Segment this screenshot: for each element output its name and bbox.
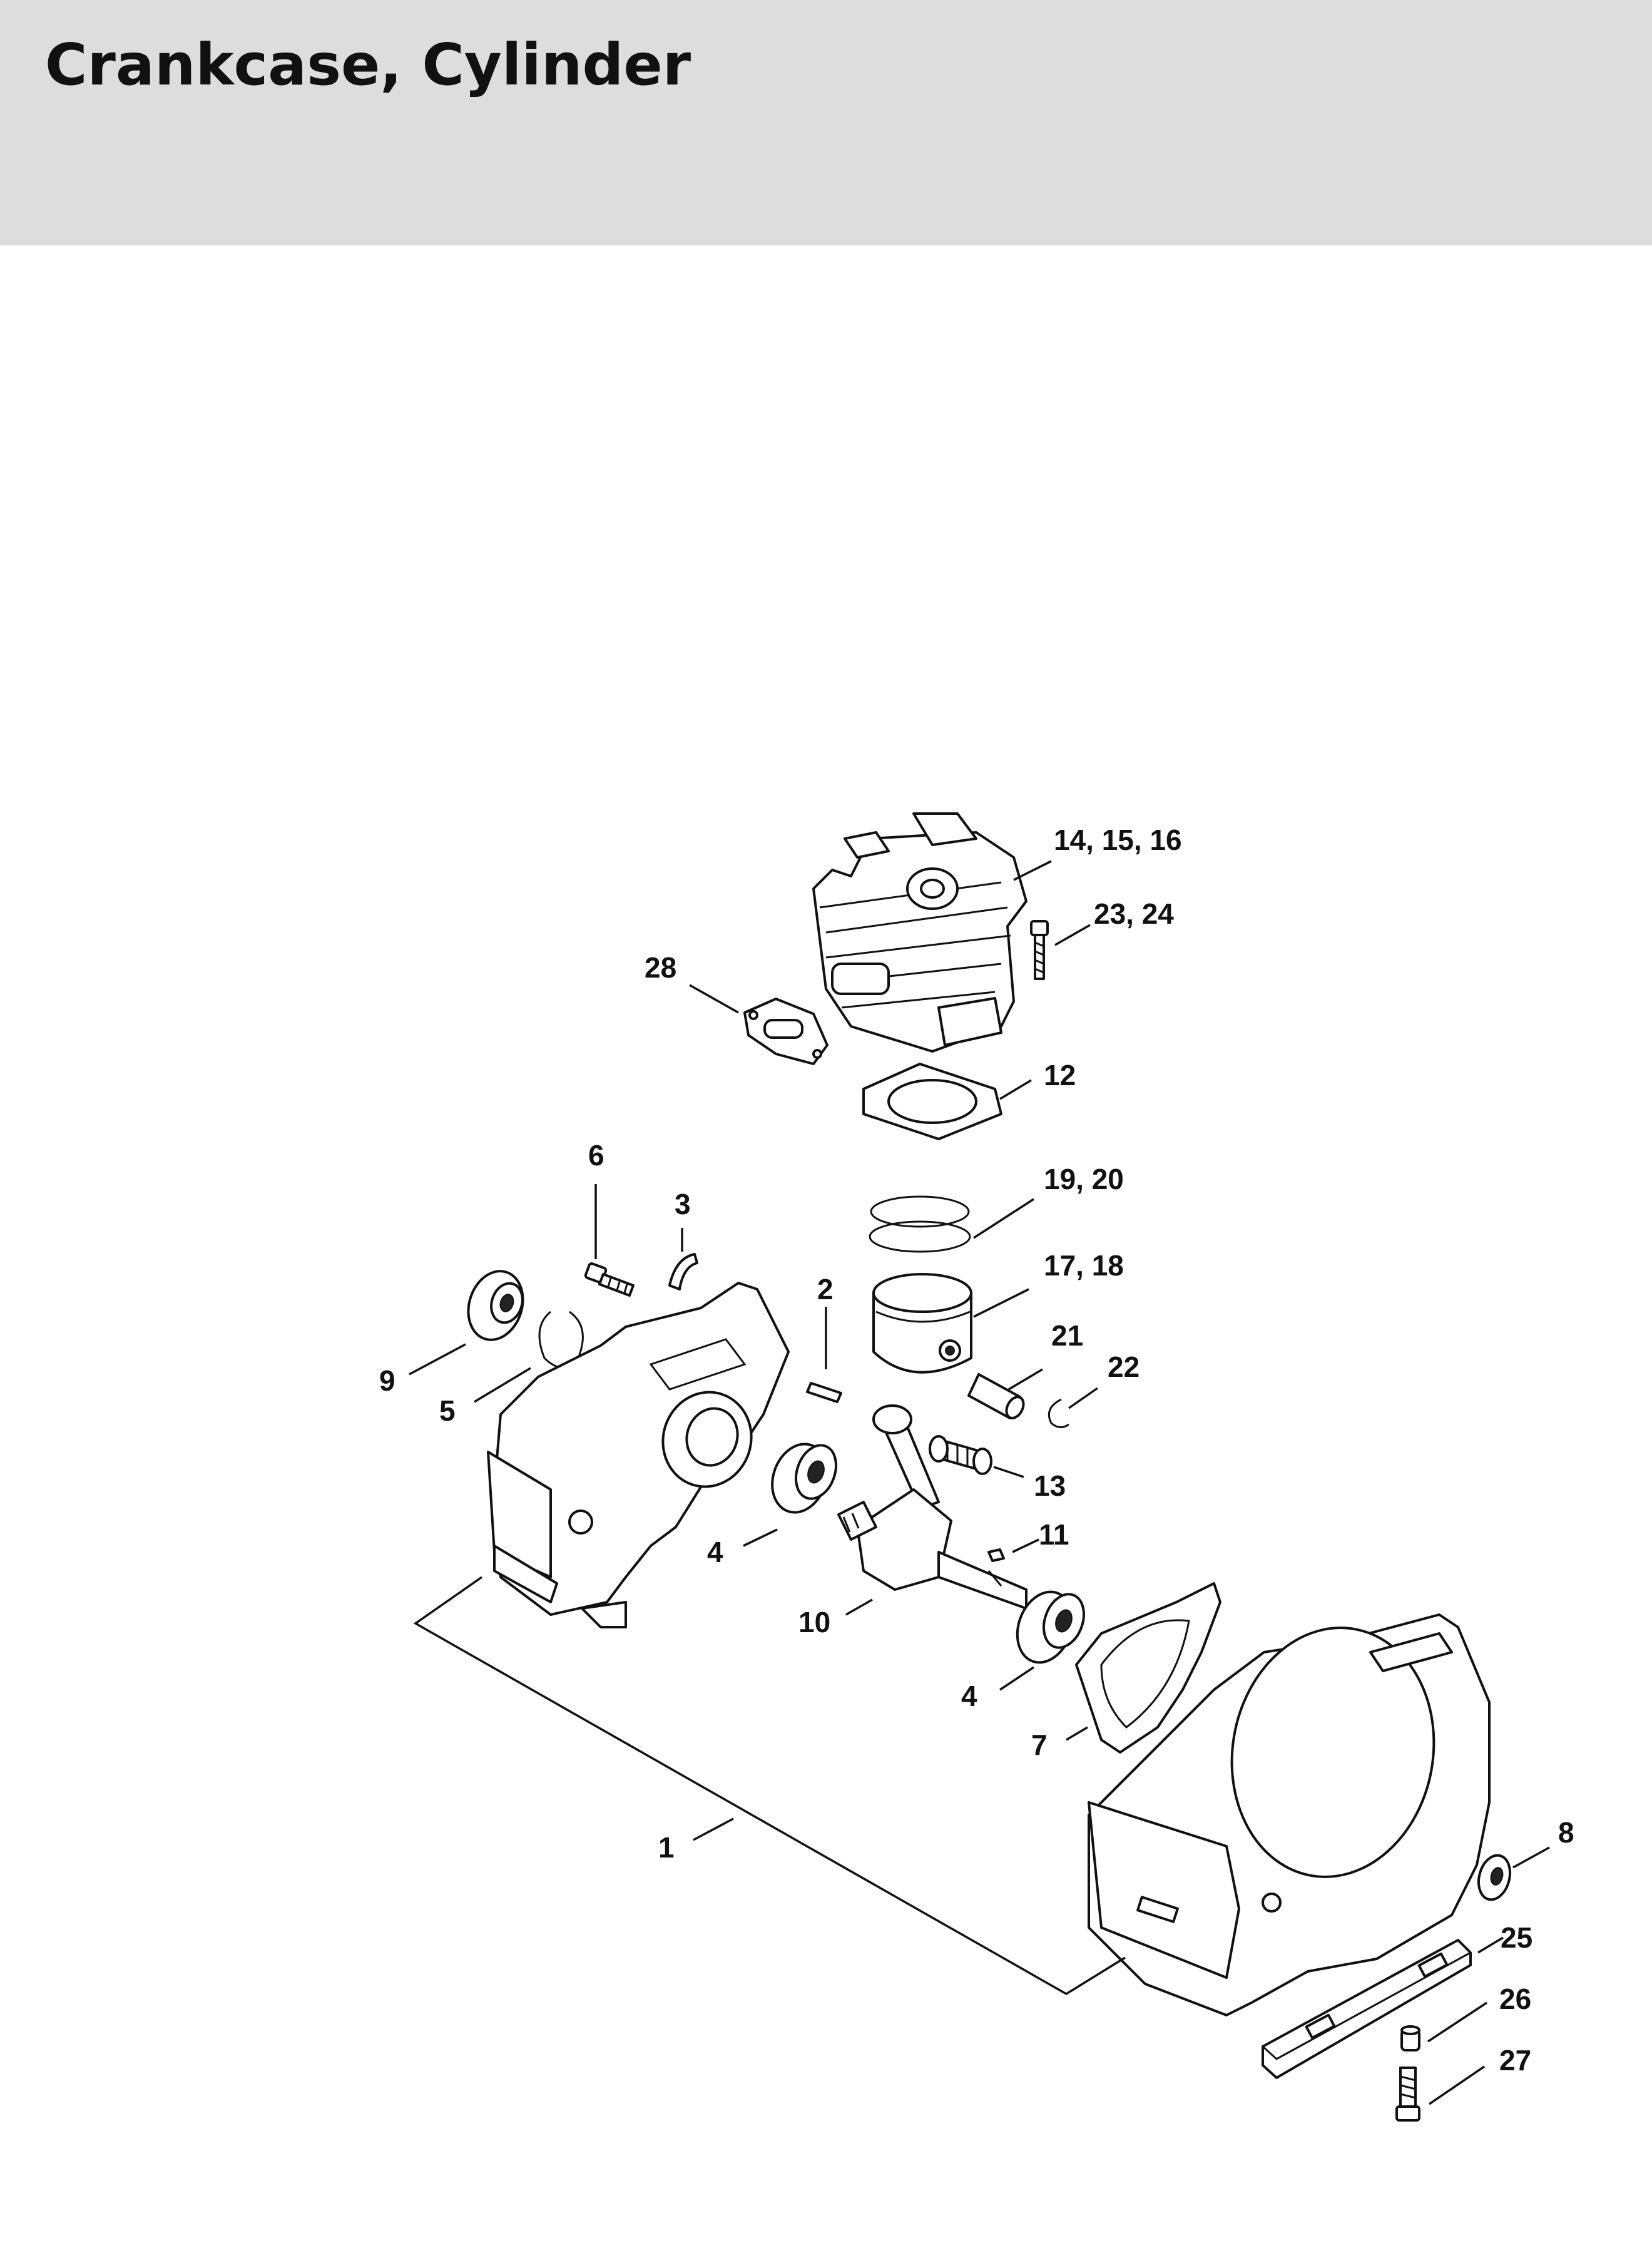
callout-1: 1 — [658, 1831, 675, 1864]
callout-12: 12 — [1044, 1059, 1076, 1091]
oil-seal-right-part — [1477, 1854, 1511, 1901]
callout-14-15-16: 14, 15, 16 — [1054, 824, 1182, 856]
screw-lower-part — [1395, 2067, 1420, 2122]
ball-bearing-upper-part — [771, 1443, 837, 1514]
piston-pin-part — [967, 1373, 1025, 1419]
callout-22: 22 — [1108, 1351, 1140, 1383]
callout-4b: 4 — [961, 1680, 977, 1712]
piston-part — [872, 1273, 972, 1374]
callout-11: 11 — [1039, 1518, 1069, 1551]
callout-5: 5 — [439, 1394, 456, 1427]
callout-19-20: 19, 20 — [1044, 1163, 1124, 1195]
piston-rings-part — [869, 1195, 971, 1253]
cylinder-part — [812, 812, 1027, 1053]
screw-part — [584, 1262, 635, 1297]
oil-seal-left-part — [467, 1270, 524, 1341]
callout-27: 27 — [1499, 2044, 1531, 2077]
callout-13: 13 — [1034, 1469, 1066, 1502]
callout-17-18: 17, 18 — [1044, 1249, 1124, 1282]
callout-labels: 14, 15, 16 23, 24 28 12 6 3 19, 20 2 17,… — [379, 824, 1574, 2077]
key-part — [987, 1548, 1005, 1562]
callout-6: 6 — [588, 1139, 604, 1172]
crankcase-gasket-part — [1075, 1582, 1221, 1754]
callout-23-24: 23, 24 — [1094, 897, 1174, 930]
crankshaft-part — [837, 1404, 1027, 1610]
callout-10: 10 — [798, 1606, 830, 1638]
callout-21: 21 — [1051, 1319, 1083, 1352]
callout-28: 28 — [645, 951, 676, 984]
needle-cage-part — [929, 1435, 992, 1475]
page-title: Crankcase, Cylinder — [45, 31, 691, 98]
circlip-part — [1048, 1398, 1069, 1428]
callout-26: 26 — [1499, 1983, 1531, 2015]
callout-9: 9 — [379, 1364, 395, 1397]
callout-25: 25 — [1501, 1921, 1532, 1954]
callout-7: 7 — [1031, 1729, 1048, 1761]
ball-bearing-lower-part — [1016, 1590, 1085, 1664]
cylinder-screw-part — [1030, 920, 1049, 980]
leader-lines — [409, 860, 1550, 2105]
crankcase-left-half-part — [487, 1282, 790, 1628]
cylinder-gasket-part — [862, 1063, 1002, 1140]
callout-2: 2 — [817, 1273, 834, 1305]
callout-4a: 4 — [707, 1536, 723, 1568]
sleeve-part — [1400, 2025, 1420, 2051]
exhaust-gasket-part — [743, 998, 829, 1065]
crankcase-right-half-part — [1088, 1613, 1491, 2016]
dowel-pin-part — [806, 1382, 842, 1403]
callout-3: 3 — [675, 1188, 691, 1220]
header-band: Crankcase, Cylinder — [0, 0, 1652, 245]
bracket-part — [1262, 1939, 1472, 2079]
callout-8: 8 — [1558, 1816, 1574, 1849]
fitting-part — [668, 1253, 698, 1290]
